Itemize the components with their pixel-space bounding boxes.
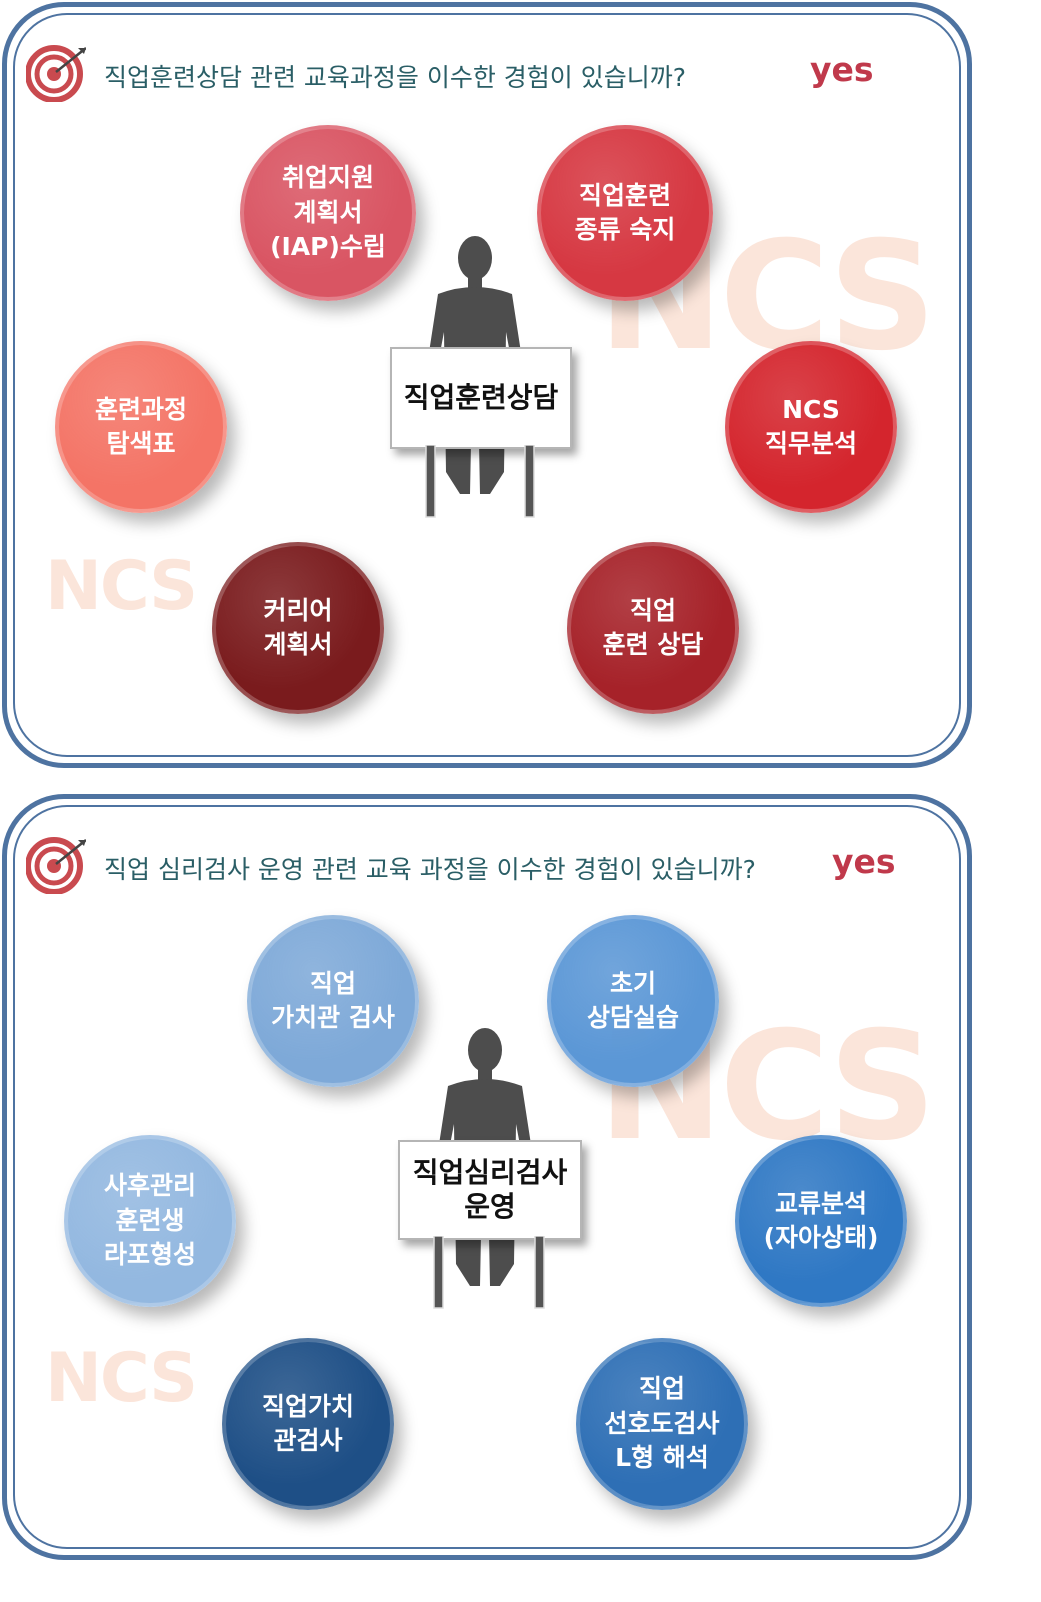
ncs-watermark-small-1: NCS [45,547,198,626]
target-icon [26,837,86,894]
node-iap-plan: 취업지원 계획서 (IAP)수립 [240,125,416,301]
node-followup-rapport: 사후관리 훈련생 라포형성 [64,1135,236,1307]
node-career-plan: 커리어 계획서 [212,542,384,714]
node-preference-test: 직업 선호도검사 L형 해석 [576,1338,748,1510]
target-icon [26,45,86,102]
node-ncs-job-analysis: NCS 직무분석 [725,341,897,513]
node-training-types: 직업훈련 종류 숙지 [537,125,713,301]
center-sign-1: 직업훈련상담 [390,347,572,449]
node-training-counseling: 직업 훈련 상담 [567,542,739,714]
question-text-1: 직업훈련상담 관련 교육과정을 이수한 경험이 있습니까? [104,63,687,92]
node-course-search: 훈련과정 탐색표 [55,341,227,513]
node-job-values-test: 직업가치 관검사 [222,1338,394,1510]
question-text-2: 직업 심리검사 운영 관련 교육 과정을 이수한 경험이 있습니까? [104,855,756,884]
center-sign-2: 직업심리검사 운영 [398,1140,582,1240]
answer-yes-2: yes [832,842,896,881]
ncs-watermark-small-2: NCS [45,1339,198,1418]
node-transactional-analysis: 교류분석 (자아상태) [735,1135,907,1307]
node-initial-counseling: 초기 상담실습 [547,915,719,1087]
answer-yes-1: yes [810,50,874,89]
sign-legs [425,445,535,518]
node-values-test: 직업 가치관 검사 [247,915,419,1087]
sign-legs [433,1236,545,1309]
